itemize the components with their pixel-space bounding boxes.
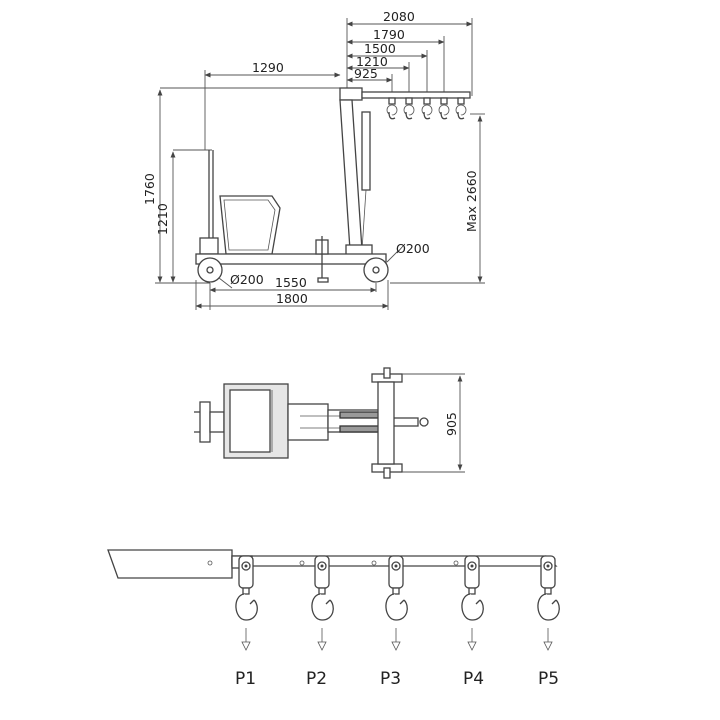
- dim-1290: 1290: [252, 60, 284, 75]
- dim-1760: 1760: [142, 173, 157, 205]
- dim-1210-height: 1210: [155, 203, 170, 235]
- dim-wheel-front: Ø200: [396, 241, 430, 256]
- top-view: 905: [194, 367, 465, 479]
- dim-1210: 1210: [356, 54, 388, 69]
- mast: [339, 99, 363, 251]
- hook-p1: [235, 555, 258, 651]
- side-view: 2080 1790 1500 1210 925 1290 1760 1210 M…: [142, 9, 485, 310]
- dim-925: 925: [354, 66, 378, 81]
- hook-p5: [537, 555, 560, 651]
- position-labels: P1 P2 P3 P4 P5: [235, 669, 559, 689]
- dim-1500: 1500: [364, 41, 396, 56]
- position-label-p2: P2: [306, 669, 327, 689]
- side-hook-row: [386, 97, 467, 120]
- dim-max-2660: Max 2660: [464, 170, 479, 232]
- counterweight: [219, 195, 281, 255]
- position-label-p3: P3: [380, 669, 401, 689]
- dim-1800: 1800: [276, 291, 308, 306]
- hook-p2: [311, 555, 334, 651]
- boom-detail: P1 P2 P3 P4 P5: [107, 549, 560, 689]
- top-handle: [199, 401, 211, 443]
- outer-boom: [107, 549, 233, 579]
- hook-p3: [385, 555, 408, 651]
- hook-p4: [461, 555, 484, 651]
- boom-head: [339, 87, 363, 101]
- dim-wheel-rear: Ø200: [230, 272, 264, 287]
- position-label-p4: P4: [463, 669, 484, 689]
- dim-905: 905: [444, 412, 459, 436]
- dim-1790: 1790: [373, 27, 405, 42]
- top-dimension-lines: 2080 1790 1500 1210 925: [346, 9, 473, 96]
- dim-1550: 1550: [275, 275, 307, 290]
- dim-2080: 2080: [383, 9, 415, 24]
- position-label-p5: P5: [538, 669, 559, 689]
- position-label-p1: P1: [235, 669, 256, 689]
- base-frame: [195, 253, 387, 265]
- hydraulic-cylinder: [361, 111, 371, 191]
- boom-hooks: [235, 555, 560, 651]
- boom-extension: [361, 91, 471, 99]
- top-chassis: [287, 403, 329, 441]
